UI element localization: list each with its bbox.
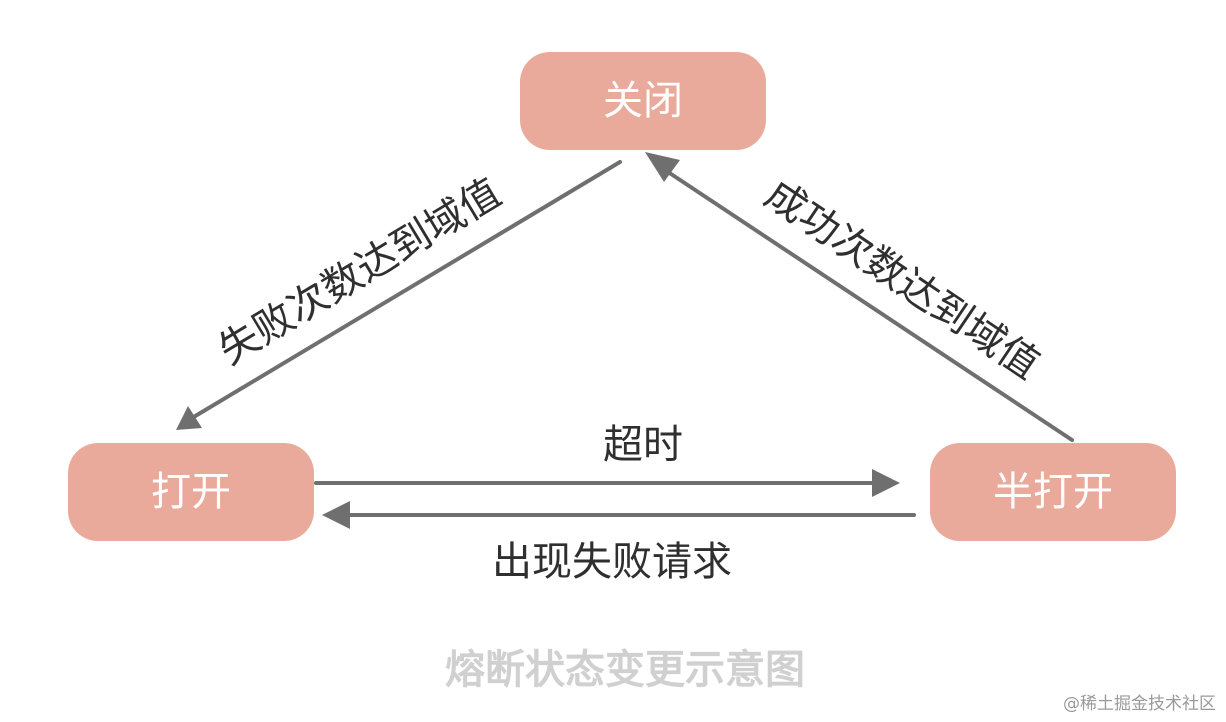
diagram-caption: 熔断状态变更示意图 <box>445 647 805 693</box>
edge-label-half-open-to-closed: 成功次数达到域值 <box>756 171 1047 388</box>
node-closed-label: 关闭 <box>603 78 683 124</box>
edge-closed-to-open <box>176 160 622 430</box>
watermark: @稀土掘金技术社区 <box>1063 694 1216 714</box>
edge-half-open-to-open <box>322 501 916 529</box>
node-half-open-label: 半打开 <box>993 469 1113 515</box>
arrowhead-icon <box>872 469 900 497</box>
arrowhead-icon <box>322 501 350 529</box>
edge-label-open-to-half-open: 超时 <box>603 422 683 468</box>
edge-open-to-half-open <box>314 469 900 497</box>
edge-label-half-open-to-open: 出现失败请求 <box>492 539 732 585</box>
node-closed: 关闭 <box>520 52 766 150</box>
node-open-label: 打开 <box>151 469 231 515</box>
edge-half-open-to-closed <box>645 152 1074 442</box>
node-half-open: 半打开 <box>930 443 1176 541</box>
arrowhead-icon <box>176 406 202 430</box>
edge-label-closed-to-open: 失败次数达到域值 <box>211 170 509 374</box>
node-open: 打开 <box>68 443 314 541</box>
arrowhead-icon <box>645 152 680 182</box>
